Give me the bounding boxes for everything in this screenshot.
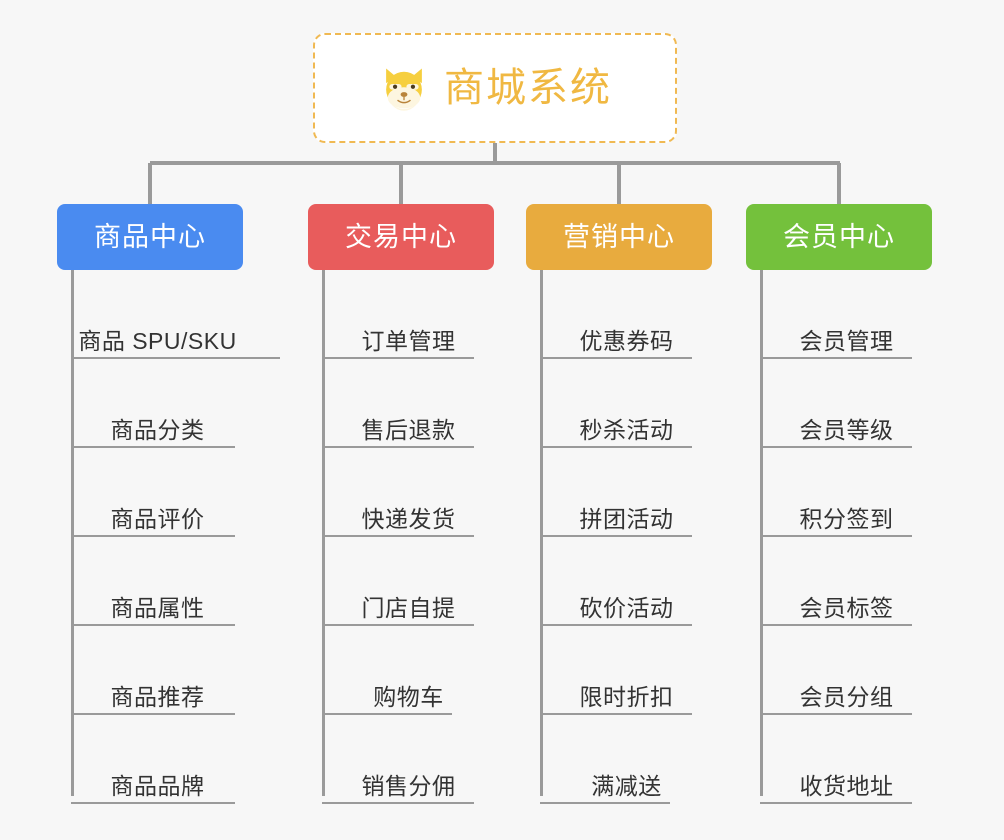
leaf-item[interactable]: 商品评价 [71,448,243,537]
leaf-label: 拼团活动 [579,506,674,532]
category-label-0: 商品中心 [94,221,206,252]
leaf-item[interactable]: 优惠券码 [540,270,712,359]
leaf-label: 满减送 [591,773,662,799]
leaf-item[interactable]: 秒杀活动 [540,359,712,448]
leaf-item[interactable]: 商品 SPU/SKU [71,270,280,359]
leaf-label: 售后退款 [361,417,456,443]
leaf-label: 会员标签 [799,595,894,621]
leaf-list-1: 订单管理 售后退款 快递发货 门店自提 购物车 销售分佣 [308,270,494,804]
category-box-3[interactable]: 会员中心 [746,204,932,270]
leaf-item[interactable]: 砍价活动 [540,537,712,626]
shiba-dog-emoji [386,68,422,111]
leaf-label: 收货地址 [799,773,894,799]
leaf-item[interactable]: 商品推荐 [71,626,243,715]
leaf-item[interactable]: 会员等级 [760,359,932,448]
category-label-1: 交易中心 [345,221,457,252]
branch-column-2: 营销中心 优惠券码 秒杀活动 拼团活动 砍价活动 限时折扣 满减送 [526,204,712,804]
leaf-item[interactable]: 拼团活动 [540,448,712,537]
leaf-item[interactable]: 售后退款 [322,359,494,448]
root-title: 商城系统 [444,66,612,110]
branch-column-0: 商品中心 商品 SPU/SKU 商品分类 商品评价 商品属性 商品推荐 商品品牌 [57,204,280,804]
leaf-label: 秒杀活动 [579,417,674,443]
leaf-label: 商品分类 [110,417,205,443]
leaf-item[interactable]: 门店自提 [322,537,494,626]
leaf-label: 订单管理 [361,328,456,354]
leaf-item[interactable]: 商品分类 [71,359,243,448]
leaf-label: 会员等级 [799,417,894,443]
leaf-item[interactable]: 满减送 [540,715,712,804]
leaf-item[interactable]: 快递发货 [322,448,494,537]
branch-column-1: 交易中心 订单管理 售后退款 快递发货 门店自提 购物车 销售分佣 [308,204,494,804]
leaf-label: 商品评价 [110,506,205,532]
leaf-item[interactable]: 会员管理 [760,270,932,359]
leaf-label: 商品品牌 [110,773,205,799]
leaf-item[interactable]: 积分签到 [760,448,932,537]
root-node[interactable]: 商城系统 [313,33,677,143]
leaf-label: 商品属性 [110,595,205,621]
leaf-label: 限时折扣 [579,684,674,710]
leaf-item[interactable]: 收货地址 [760,715,932,804]
leaf-item[interactable]: 商品属性 [71,537,243,626]
leaf-label: 会员管理 [799,328,894,354]
leaf-label: 门店自提 [361,595,456,621]
leaf-label: 商品推荐 [110,684,205,710]
category-box-2[interactable]: 营销中心 [526,204,712,270]
leaf-label: 快递发货 [361,506,456,532]
leaf-label: 商品 SPU/SKU [78,328,237,354]
leaf-label: 购物车 [373,684,444,710]
leaf-item[interactable]: 会员标签 [760,537,932,626]
leaf-label: 优惠券码 [579,328,674,354]
branch-column-3: 会员中心 会员管理 会员等级 积分签到 会员标签 会员分组 收货地址 [746,204,932,804]
leaf-item[interactable]: 销售分佣 [322,715,494,804]
category-label-3: 会员中心 [783,221,895,252]
leaf-list-0: 商品 SPU/SKU 商品分类 商品评价 商品属性 商品推荐 商品品牌 [57,270,280,804]
leaf-item[interactable]: 会员分组 [760,626,932,715]
leaf-label: 销售分佣 [361,773,456,799]
leaf-item[interactable]: 订单管理 [322,270,494,359]
category-label-2: 营销中心 [563,221,675,252]
leaf-item[interactable]: 限时折扣 [540,626,712,715]
leaf-list-2: 优惠券码 秒杀活动 拼团活动 砍价活动 限时折扣 满减送 [526,270,712,804]
leaf-item[interactable]: 商品品牌 [71,715,243,804]
leaf-item[interactable]: 购物车 [322,626,494,715]
leaf-label: 积分签到 [799,506,894,532]
category-box-0[interactable]: 商品中心 [57,204,243,270]
leaf-list-3: 会员管理 会员等级 积分签到 会员标签 会员分组 收货地址 [746,270,932,804]
leaf-label: 砍价活动 [579,595,674,621]
leaf-label: 会员分组 [799,684,894,710]
category-box-1[interactable]: 交易中心 [308,204,494,270]
